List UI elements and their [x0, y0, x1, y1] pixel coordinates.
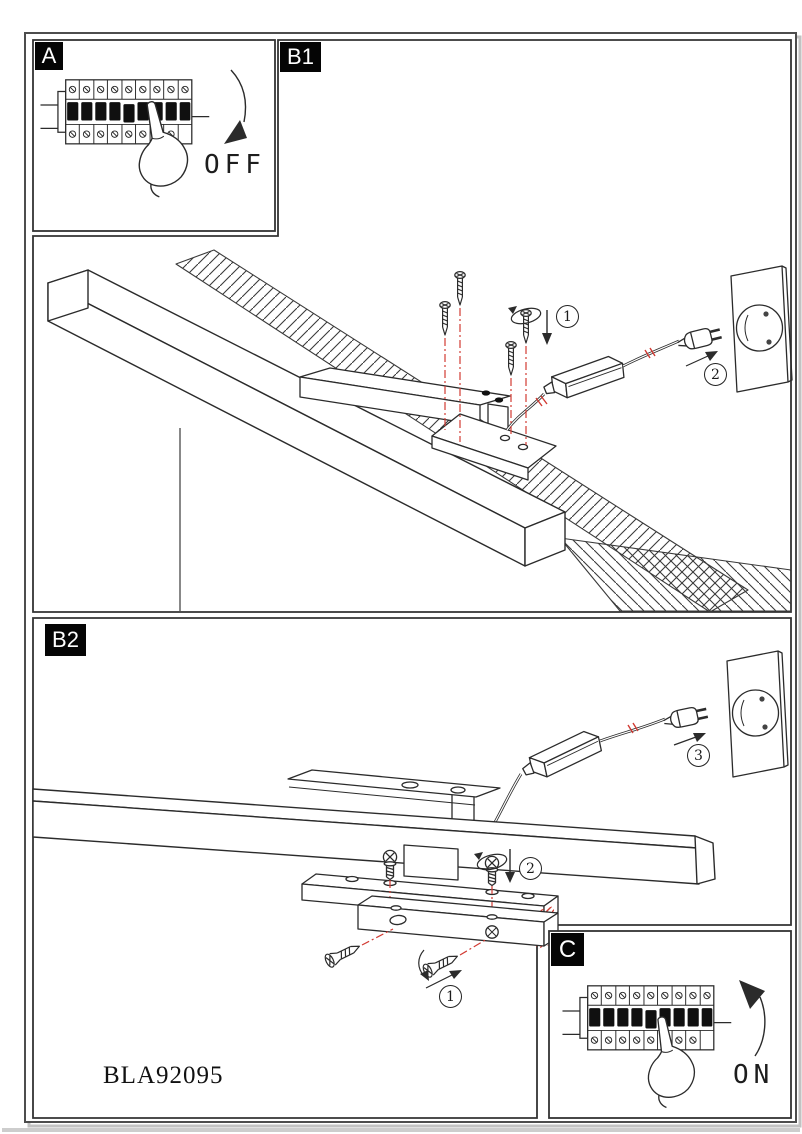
rotate-arrow-icon [418, 949, 429, 981]
panel-c-illustration [561, 980, 766, 1111]
on-status-text: ON [733, 1060, 775, 1090]
step-badge-b1-2: 2 [704, 363, 727, 386]
step-badge-b2-1: 1 [439, 985, 462, 1008]
screw-guides [444, 308, 527, 445]
product-code: BLA92095 [103, 1062, 224, 1089]
panel-b2-illustration [32, 650, 789, 989]
wall-socket-icon [730, 265, 793, 393]
off-status-text: OFF [204, 150, 266, 180]
plug-direction-arrow-icon [673, 733, 706, 746]
panel-b1-illustration [47, 249, 793, 613]
light-bar-drawing [47, 269, 566, 567]
post-drawing [403, 844, 459, 881]
panel-a-label: A [35, 42, 63, 70]
mounting-bracket-drawing [299, 367, 557, 481]
rotate-arrow-icon [474, 852, 508, 871]
panel-b1-frame [32, 39, 792, 613]
step-badge-b2-3: 3 [687, 744, 710, 767]
on-arrow-icon [739, 980, 766, 1057]
screw-guides [389, 880, 493, 923]
step1-arrow-icon [425, 970, 462, 989]
panel-b1-label: B1 [280, 42, 321, 72]
plug-direction-arrow-icon [685, 351, 718, 367]
cable-drawing [505, 339, 680, 431]
panel-c-label: C [551, 933, 584, 966]
circuit-breaker-icon [561, 985, 732, 1051]
step-badge-b2-2: 2 [519, 857, 542, 880]
rear-arm-drawing [287, 769, 501, 832]
wall-socket-icon [726, 650, 789, 778]
cable-drawing [599, 717, 666, 743]
off-arrow-icon [224, 69, 247, 144]
circuit-breaker-icon [39, 79, 210, 145]
rotate-arrow-icon [508, 306, 542, 325]
down-arrow-icon [505, 849, 515, 883]
panel-b2-label: B2 [45, 624, 86, 656]
panel-a-illustration [39, 69, 247, 201]
down-arrow-icon [542, 310, 552, 345]
step-badge-b1-1: 1 [556, 305, 579, 328]
screw-guides [361, 928, 488, 956]
